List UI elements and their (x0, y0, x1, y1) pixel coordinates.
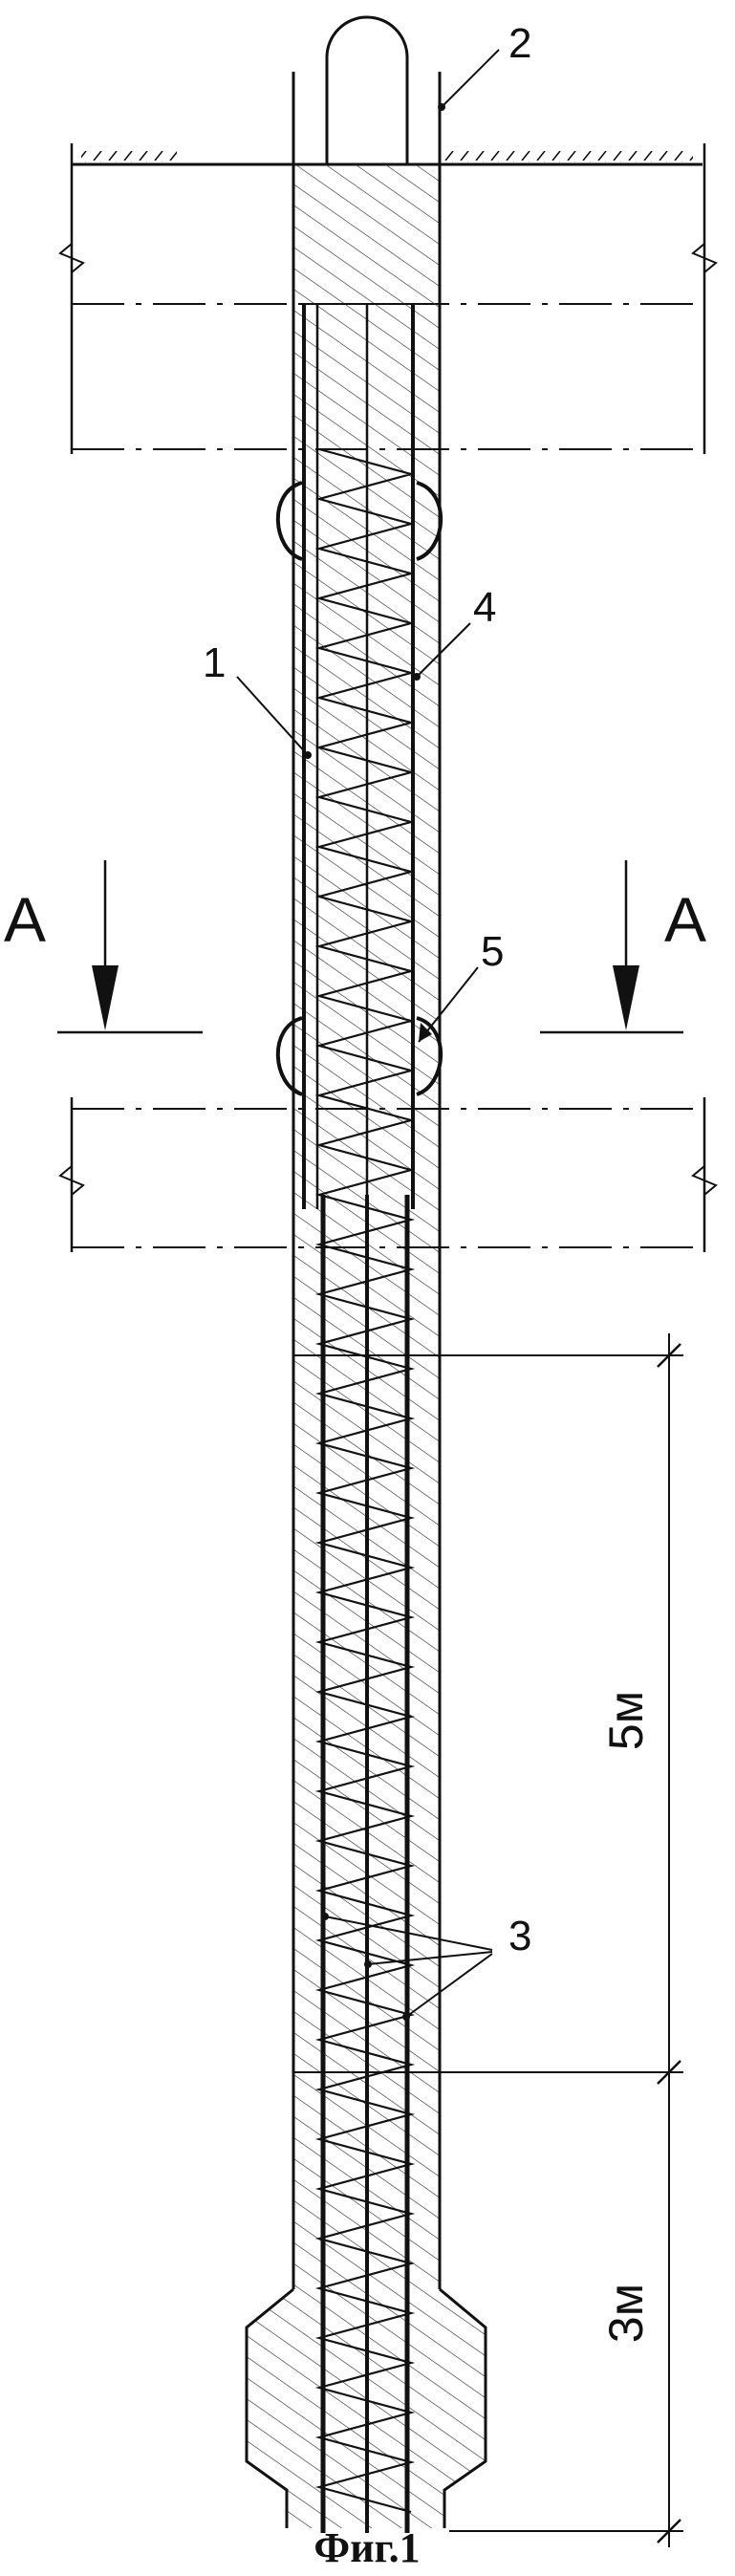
ground-line (72, 151, 703, 164)
section-label-left: A (4, 884, 46, 955)
figure-caption: Фиг.1 (313, 2524, 420, 2571)
rod-loop (327, 17, 407, 164)
label-spiral: 4 (473, 584, 496, 631)
section-arrow-left (57, 860, 203, 1032)
label-pile: 1 (203, 639, 226, 686)
section-label-right: A (664, 884, 706, 955)
label-bulb: 5 (481, 928, 504, 975)
label-rod: 2 (508, 20, 531, 67)
dimension-lower: 3м (599, 2284, 653, 2343)
section-arrow-right (540, 860, 683, 1032)
dimension-upper: 5м (599, 1691, 653, 1750)
label-cage-bars: 3 (508, 1913, 531, 1959)
